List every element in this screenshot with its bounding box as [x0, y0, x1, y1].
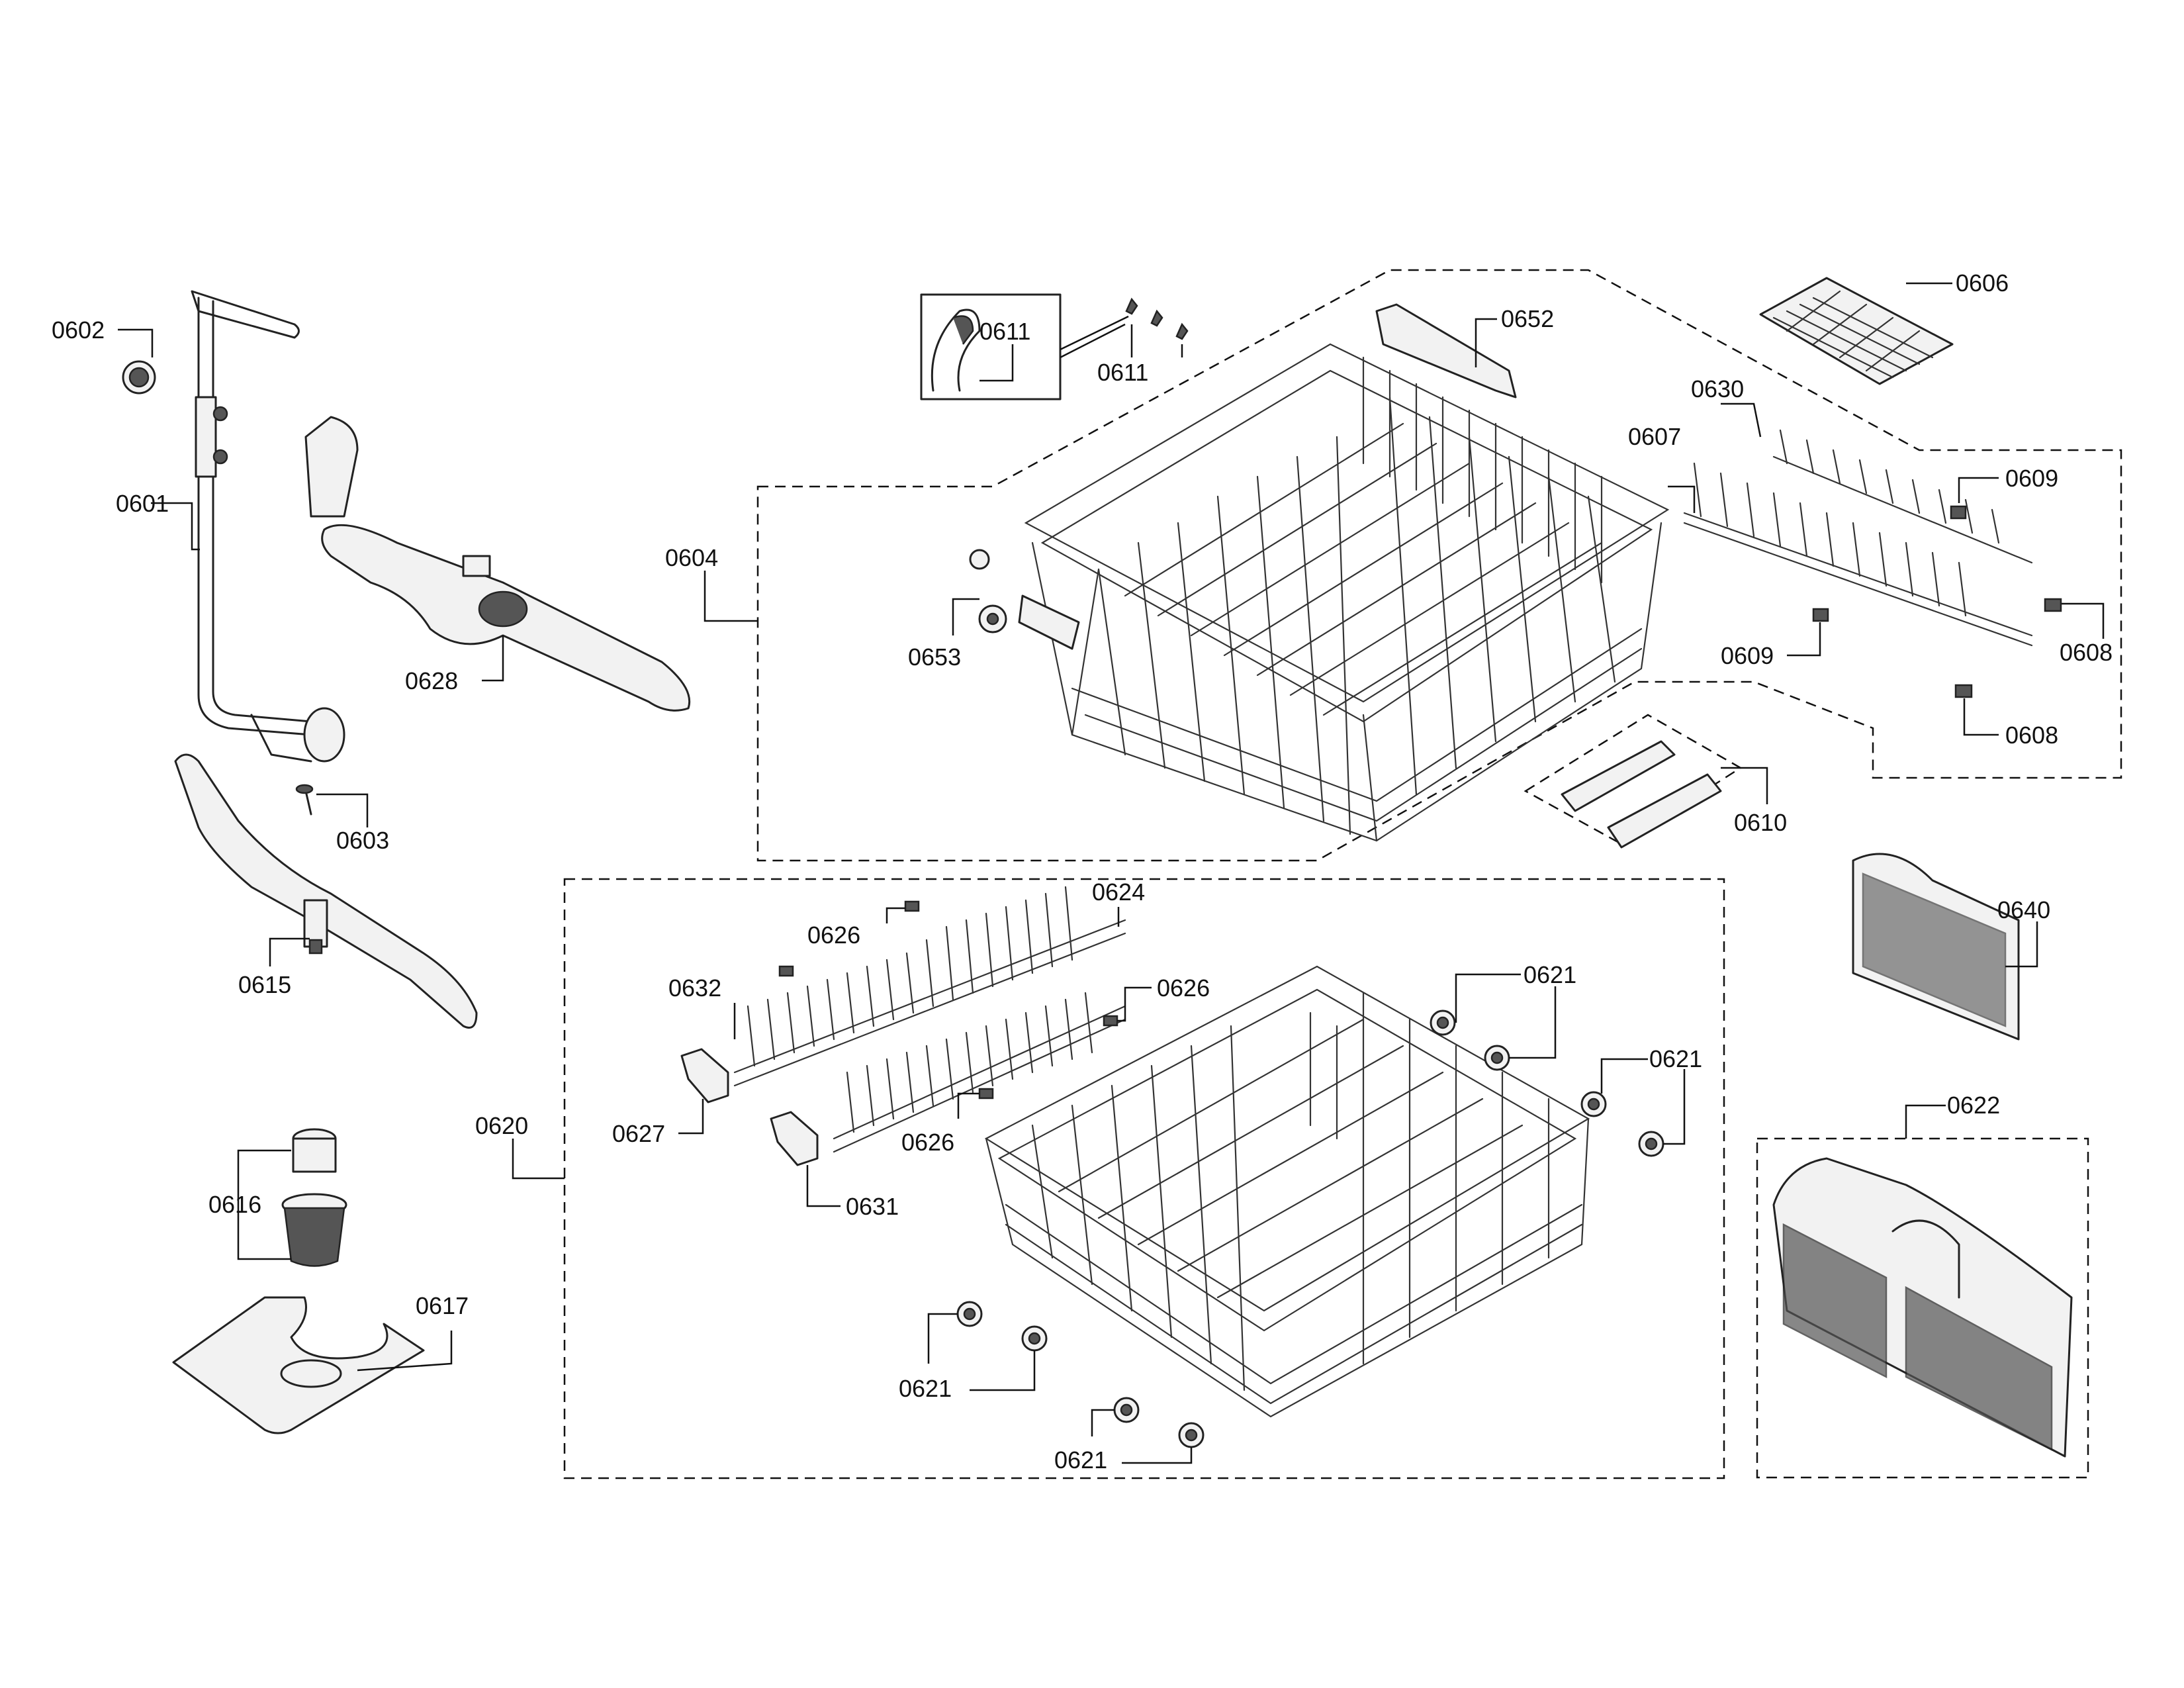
part-0624-0632-tine-rows[interactable]	[733, 886, 1126, 1153]
part-0620-lower-rack[interactable]	[984, 965, 1590, 1418]
label-0603: 0603	[336, 827, 389, 854]
label-0626-top: 0626	[807, 921, 860, 949]
part-0631-tine-clamp[interactable]	[770, 1111, 819, 1166]
label-0620: 0620	[475, 1112, 528, 1139]
part-0621-wheel-8[interactable]	[1178, 1422, 1205, 1448]
part-0607-0630-tine-rows[interactable]	[1683, 429, 2033, 647]
part-0626-clip-top[interactable]	[904, 900, 920, 912]
part-0603-screw[interactable]	[295, 784, 314, 816]
label-0622: 0622	[1947, 1092, 2000, 1119]
part-0615-lower-spray-arm[interactable]	[174, 753, 478, 1029]
label-0609-upper: 0609	[2005, 465, 2058, 492]
part-0610-height-adjuster[interactable]	[1561, 740, 1722, 849]
label-0607: 0607	[1628, 423, 1681, 450]
label-0616: 0616	[208, 1191, 261, 1218]
label-0615: 0615	[238, 971, 291, 998]
label-0606: 0606	[1956, 269, 2009, 297]
label-0611-inset: 0611	[979, 318, 1030, 345]
label-0626-right: 0626	[1157, 974, 1210, 1002]
part-0621-wheel-6[interactable]	[1021, 1325, 1048, 1352]
label-0621-c: 0621	[899, 1375, 952, 1402]
part-0609-clip-upper[interactable]	[1950, 505, 1967, 520]
label-0652: 0652	[1501, 305, 1554, 332]
label-0621-d: 0621	[1054, 1446, 1107, 1474]
inset-0611	[920, 293, 1062, 400]
part-0621-wheel-7[interactable]	[1113, 1397, 1140, 1423]
part-0617-filter-plate[interactable]	[172, 1296, 425, 1434]
label-0609-lower: 0609	[1721, 642, 1774, 669]
part-0621-wheel-4[interactable]	[1638, 1131, 1664, 1157]
label-0621-a: 0621	[1524, 961, 1576, 988]
part-0622-cutlery-basket[interactable]	[1772, 1157, 2073, 1458]
part-0626-clip-lower[interactable]	[978, 1088, 994, 1100]
part-0628-upper-spray-arm[interactable]	[304, 416, 691, 712]
label-0610: 0610	[1734, 809, 1787, 836]
part-0626-clip-left[interactable]	[778, 965, 794, 977]
part-0611-clip-detail[interactable]	[931, 308, 981, 392]
label-0626-lower: 0626	[901, 1129, 954, 1156]
label-0611: 0611	[1097, 359, 1148, 386]
part-0611-clips[interactable]	[1125, 297, 1189, 340]
label-0628: 0628	[405, 667, 458, 694]
label-0653: 0653	[908, 643, 961, 671]
part-0653-rack-wheel[interactable]	[969, 549, 1080, 650]
cutlery-basket-group-box	[1756, 1137, 2089, 1479]
part-0652-rack-bracket[interactable]	[1375, 303, 1517, 399]
part-0640-small-basket[interactable]	[1852, 853, 2020, 1041]
part-0602-nozzle-cap[interactable]	[122, 360, 156, 395]
part-0608-clip-right[interactable]	[2044, 598, 2062, 612]
label-0621-b: 0621	[1649, 1045, 1702, 1072]
part-0621-wheel-1[interactable]	[1430, 1009, 1456, 1036]
label-0627: 0627	[612, 1120, 665, 1147]
part-0604-upper-rack[interactable]	[1024, 343, 1670, 842]
part-0609-clip-lower[interactable]	[1812, 608, 1829, 622]
part-0626-clip-right[interactable]	[1103, 1015, 1118, 1027]
part-0601-spray-pipe[interactable]	[191, 290, 345, 763]
label-0608-right: 0608	[2060, 639, 2113, 666]
part-0606-cup-shelf[interactable]	[1759, 277, 1954, 385]
part-0621-wheel-3[interactable]	[1580, 1091, 1607, 1117]
part-0608-clip-lower[interactable]	[1954, 684, 1973, 698]
label-0602: 0602	[52, 316, 105, 344]
part-0621-wheel-2[interactable]	[1484, 1045, 1510, 1071]
label-0601: 0601	[116, 490, 169, 517]
label-0608-lower: 0608	[2005, 722, 2058, 749]
part-0621-wheel-5[interactable]	[956, 1301, 983, 1327]
label-0617: 0617	[416, 1292, 469, 1319]
label-0632: 0632	[668, 974, 721, 1002]
part-0627-tine-clamp[interactable]	[680, 1048, 729, 1103]
label-0631: 0631	[846, 1193, 899, 1220]
label-0604: 0604	[665, 544, 718, 571]
label-0640: 0640	[1997, 896, 2050, 923]
label-0630: 0630	[1691, 375, 1744, 402]
part-0616-filter[interactable]	[281, 1128, 347, 1267]
label-0624: 0624	[1092, 878, 1145, 906]
